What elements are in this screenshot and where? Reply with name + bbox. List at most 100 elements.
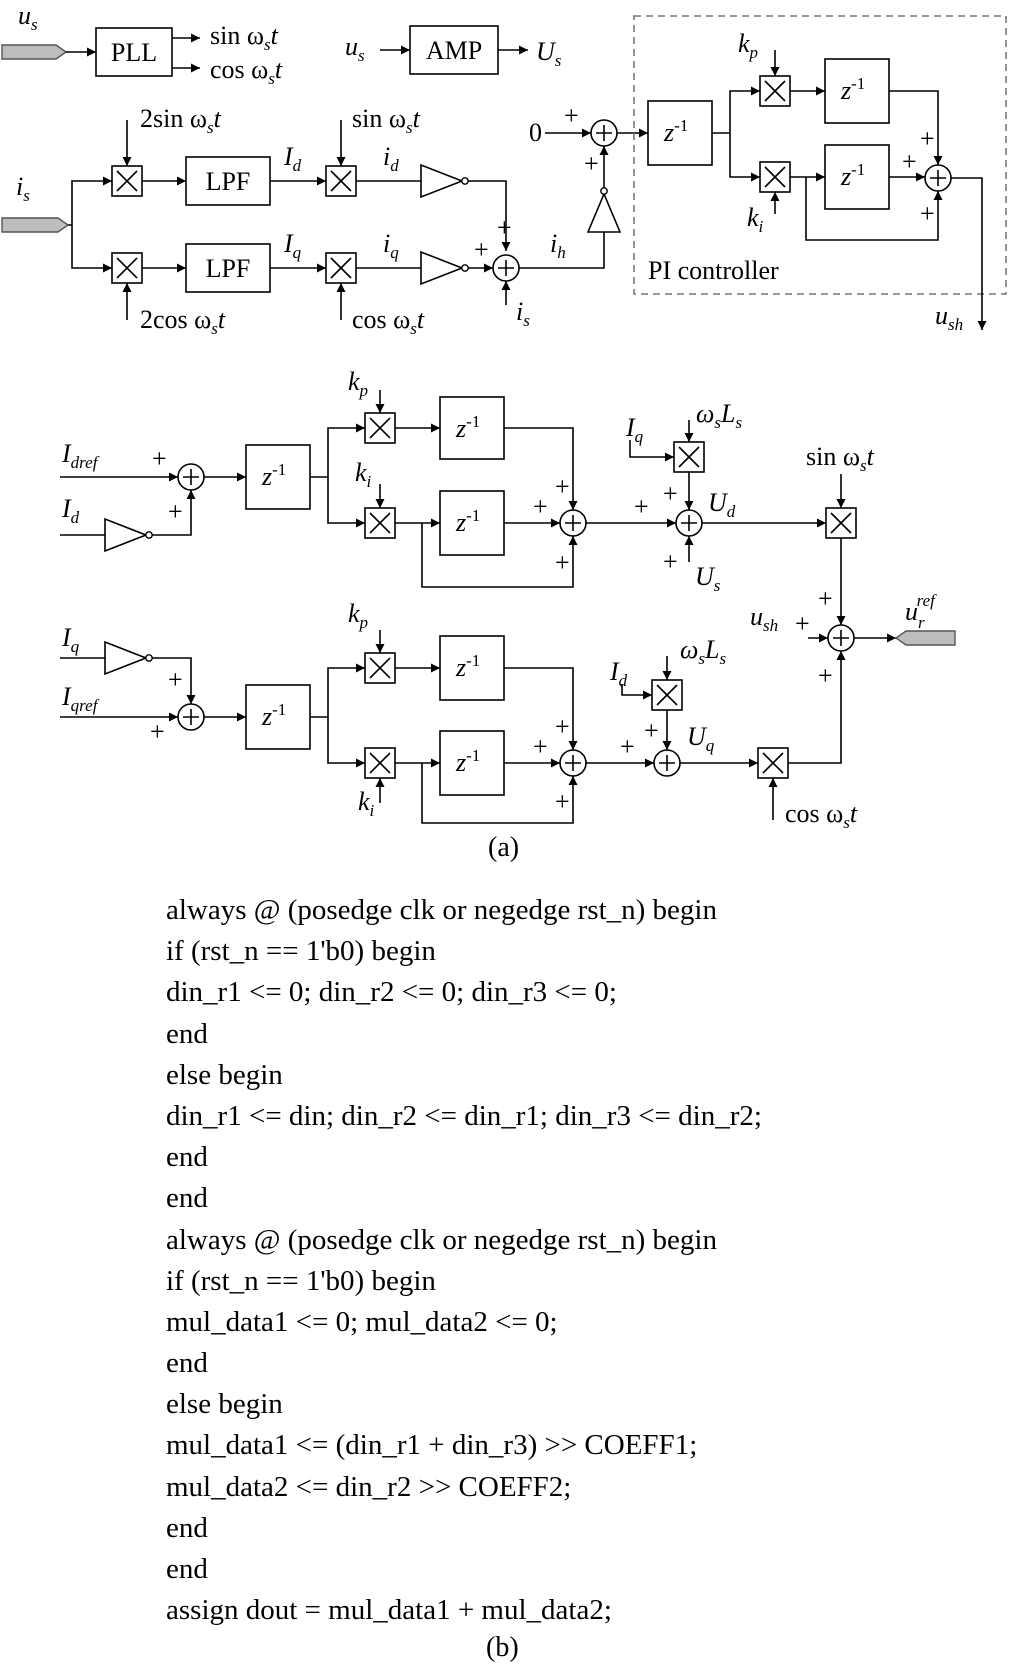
multiplier-2sin [111,165,143,197]
Iq-label: Iq [283,229,302,262]
plus-sign: + [564,101,579,130]
code-line: else begin [166,1058,283,1091]
multiplier-Iq-wsLs [673,441,705,473]
plus-sign: + [533,732,548,761]
code-line: end [166,1017,208,1050]
code-line: end [166,1182,208,1215]
plus-sign: + [795,609,810,638]
z-delay-label: z-1 [455,746,480,777]
plus-sign: + [620,732,635,761]
plus-sign: + [634,492,649,521]
Uq-label: Uq [687,722,715,755]
summing-junction-Uq [653,749,681,777]
summing-junction-q-pi [559,749,587,777]
multiplier-ki [759,161,791,193]
z-delay-label: z-1 [455,506,480,537]
summing-junction-q-error [177,703,205,731]
inverter-q [420,250,469,286]
plus-sign: + [474,235,489,264]
plus-sign: + [533,492,548,521]
z-delay-label: z-1 [840,74,865,105]
summing-junction-ih [492,254,520,282]
code-line: mul_data1 <= (din_r1 + din_r3) >> COEFF1… [166,1429,698,1462]
z-delay-label: z-1 [663,116,688,147]
us-input-port [1,44,68,60]
lpf-block-d [185,156,271,206]
z-delay-label: z-1 [455,651,480,682]
wsLs-label: ωsLs [680,635,726,668]
sin-label: sin ωst [352,104,421,137]
ush-output-label: ush [935,301,963,334]
lpf-label-q: LPF [206,254,251,283]
plus-sign: + [168,497,183,526]
summing-junction-error [590,119,618,147]
code-line: assign dout = mul_data1 + mul_data2; [166,1594,612,1627]
plus-sign: + [555,472,570,501]
is-input-label: is [16,172,30,205]
plus-sign: + [663,479,678,508]
Id-feedback-label: Id [61,494,80,527]
amp-output-label: Us [536,37,562,70]
cos-q-label: cos ωst [785,799,858,832]
code-line: end [166,1141,208,1174]
ush-input-label: ush [750,602,778,635]
amplifier-ih [586,187,622,233]
plus-sign: + [152,444,167,473]
amp-label: AMP [426,36,482,65]
is-input-port [1,217,70,233]
plus-sign: + [644,716,659,745]
kp-label: kp [348,599,368,632]
cos-label: cos ωst [352,305,425,338]
z-delay-label: z-1 [455,412,480,443]
plus-sign: + [902,147,917,176]
sin-d-label: sin ωst [806,442,875,475]
code-line: else begin [166,1388,283,1421]
summing-junction-d-error [177,463,205,491]
block-diagram: us PLL sin ωst cos ωst us AMP Us is 2sin… [1,1,1007,832]
z-delay-label: z-1 [261,460,286,491]
z-delay-block [824,58,890,124]
is-feed-label: is [516,297,530,330]
plus-sign: + [555,787,570,816]
zero-reference: 0 [529,118,542,147]
amp-block [409,25,499,75]
Idref-label: Idref [61,439,100,472]
ur-ref-output-port [894,630,956,646]
multiplier-Id-wsLs [651,679,683,711]
multiplier-kp-q [364,652,396,684]
caption-a: (a) [488,832,520,863]
multiplier-ki-d [364,507,396,539]
multiplier-cos-q [757,747,789,779]
ki-label: ki [358,787,375,820]
inverter-d [420,163,469,199]
Id-label: Id [283,142,302,175]
pll-cos-output-label: cos ωst [210,55,283,88]
wsLs-label: ωsLs [696,399,742,432]
Iqref-label: Iqref [61,682,100,715]
Us-feed-label: Us [695,562,721,595]
code-line: always @ (posedge clk or negedge rst_n) … [166,1223,717,1256]
multiplier-ki-q [364,747,396,779]
pll-sin-output-label: sin ωst [210,21,279,54]
code-line: always @ (posedge clk or negedge rst_n) … [166,894,717,926]
plus-sign: + [818,661,833,690]
z-delay-block [245,684,311,750]
2sin-label: 2sin ωst [140,104,222,137]
lpf-block-q [185,243,271,293]
code-line: din_r1 <= din; din_r2 <= din_r1; din_r3 … [166,1099,762,1132]
code-line: din_r1 <= 0; din_r2 <= 0; din_r3 <= 0; [166,976,617,1009]
us-input-label: us [18,1,38,34]
pll-block [95,27,173,77]
plus-sign: + [920,199,935,228]
plus-sign: + [584,149,599,178]
multiplier-kp [759,75,791,107]
kp-label: kp [738,29,758,62]
pi-controller-frame [633,15,1007,295]
multiplier-sin [325,165,357,197]
plus-sign: + [497,213,512,242]
summing-junction-output [827,624,855,652]
z-delay-block [439,490,505,556]
pll-label: PLL [111,38,157,67]
multiplier-2cos [111,252,143,284]
plus-sign: + [555,712,570,741]
